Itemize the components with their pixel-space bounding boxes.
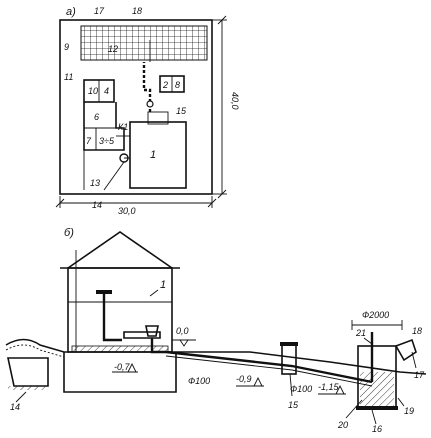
leader-15	[289, 373, 293, 397]
depth-dimension: 40,0	[212, 15, 240, 199]
plan-panel-label: а)	[66, 6, 76, 18]
elevation-pipe-mid-text: -0,9	[236, 374, 252, 384]
leader-16	[371, 409, 377, 425]
label-4: 4	[104, 86, 109, 96]
house-porch	[147, 111, 169, 125]
elevation-floor-text: -0,7	[114, 362, 131, 372]
house-roof	[67, 231, 173, 269]
label-1-plan: 1	[150, 149, 156, 161]
house-section	[60, 231, 180, 393]
label-12: 12	[108, 44, 118, 54]
label-20-section: 20	[337, 420, 348, 430]
label-2: 2	[162, 80, 168, 90]
cellar-14	[7, 357, 49, 387]
label-k1: К1	[118, 122, 128, 132]
label-19-section: 19	[404, 406, 414, 416]
floor-slab	[71, 345, 169, 353]
label-14-section: 14	[10, 402, 20, 412]
width-dimension: 30,0	[55, 196, 217, 216]
sewer-pipe-inner	[165, 355, 373, 387]
label-8: 8	[175, 80, 180, 90]
width-dimension-text: 30,0	[118, 206, 136, 216]
plan-view: а) 17 18 9 12 11 10 4 2 8	[55, 6, 240, 216]
well-lines	[103, 157, 130, 191]
depth-dimension-text: 40,0	[230, 92, 240, 110]
leader-21	[363, 337, 373, 345]
elevation-floor: -0,7	[112, 362, 138, 373]
well-bottom	[356, 406, 398, 410]
inspection-well-cap	[280, 342, 298, 346]
leader-1	[149, 289, 159, 297]
section-view: б)	[5, 227, 427, 434]
internal-riser	[102, 294, 122, 342]
label-3-5: 3÷5	[99, 136, 115, 146]
pipe-diameter-1: Ф100	[188, 376, 210, 386]
elevation-ground: 0,0	[172, 326, 196, 347]
label-18: 18	[132, 6, 142, 16]
septic-well	[351, 320, 417, 410]
label-17-section: 17	[414, 370, 425, 380]
well-sludge	[360, 372, 394, 406]
foundation-basement	[63, 352, 177, 393]
label-11: 11	[64, 72, 73, 82]
inspection-well-plan	[146, 100, 154, 108]
label-15-section: 15	[288, 400, 299, 410]
label-1-section: 1	[160, 279, 166, 291]
label-9: 9	[64, 42, 69, 52]
sink-fixture	[96, 290, 112, 294]
elevation-ground-text: 0,0	[176, 326, 189, 336]
section-panel-label: б)	[64, 227, 74, 239]
label-15: 15	[176, 106, 187, 116]
label-7: 7	[86, 136, 92, 146]
well-diameter-text: Ф2000	[362, 310, 389, 320]
well-hatch-18	[394, 338, 417, 362]
site-boundary	[59, 19, 213, 195]
drain-outlet	[150, 338, 166, 354]
leader-14	[15, 391, 27, 403]
label-6: 6	[94, 112, 99, 122]
sewer-pipe	[165, 350, 373, 384]
label-17: 17	[94, 6, 105, 16]
cellar-base	[8, 386, 48, 390]
garden-plot-grid	[80, 25, 208, 61]
label-14-plan: 14	[92, 200, 102, 210]
leader-17	[411, 351, 417, 369]
label-10: 10	[88, 86, 98, 96]
outbuilding-block	[83, 102, 125, 151]
label-13: 13	[90, 178, 100, 188]
elevation-pipe-end-text: -1,15	[318, 382, 340, 392]
label-21-section: 21	[355, 328, 366, 338]
ground-hatch-line	[5, 344, 65, 358]
pipe-diameter-2: Ф100	[290, 384, 312, 394]
toilet-fixture	[145, 325, 159, 337]
label-18-section: 18	[412, 326, 422, 336]
ground-line	[5, 338, 427, 375]
elevation-pipe-end: -1,15	[318, 382, 346, 395]
bath-fixture	[123, 331, 161, 339]
leader-20	[345, 399, 363, 419]
leader-19	[397, 397, 405, 407]
label-16-section: 16	[372, 424, 382, 434]
house-outline	[129, 121, 187, 189]
elevation-pipe-mid: -0,9	[236, 374, 264, 387]
